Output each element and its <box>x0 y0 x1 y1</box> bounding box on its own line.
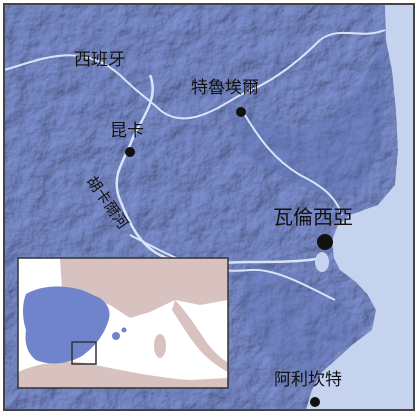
teruel-city-dot <box>236 107 246 117</box>
inset-frame <box>17 257 229 389</box>
map-frame <box>3 3 415 411</box>
spain-label: 西班牙 <box>74 50 125 70</box>
region-border-east <box>244 114 343 216</box>
inset-sardinia <box>154 334 166 358</box>
mountain-shading-south <box>240 260 360 380</box>
cuenca-city-dot <box>125 147 135 157</box>
inset-italy <box>172 300 228 372</box>
inset-north-africa <box>18 361 228 388</box>
region-border-south <box>129 234 336 301</box>
teruel-label: 特魯埃爾 <box>191 78 259 98</box>
valencia-label: 瓦倫西亞 <box>273 205 353 229</box>
albufera-lagoon <box>315 252 329 272</box>
alicante-label: 阿利坎特 <box>274 370 342 390</box>
mountain-shading <box>225 40 386 200</box>
inset-iberia <box>23 286 110 364</box>
inset-france <box>60 258 228 318</box>
inset-locator-map <box>17 257 229 389</box>
alicante-city-dot <box>310 397 320 407</box>
inset-balearic-islands <box>112 332 120 340</box>
inset-locator-box <box>71 341 97 365</box>
cuenca-label: 昆卡 <box>110 121 144 141</box>
region-border-north <box>3 29 386 120</box>
jucar-river <box>115 74 323 265</box>
valencia-city-dot <box>317 234 333 250</box>
